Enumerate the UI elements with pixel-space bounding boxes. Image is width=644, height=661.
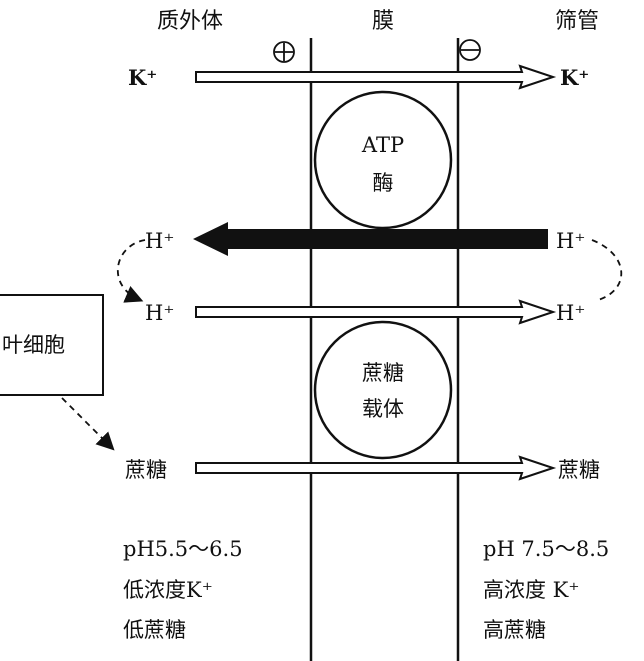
- sucrose-carrier-circle: [313, 320, 453, 460]
- header-sieve-tube: 筛管: [555, 9, 599, 34]
- proton-loop-right: [591, 239, 623, 301]
- right-sucrose-level: 高蔗糖: [483, 618, 546, 642]
- h-ion-left-top: H⁺: [145, 229, 174, 253]
- right-ph: pH 7.5～8.5: [483, 537, 609, 561]
- proton-symport-arrow: [195, 299, 557, 325]
- atp-label: ATP: [361, 133, 404, 157]
- sucrose-left: 蔗糖: [125, 458, 167, 482]
- leaf-to-apoplast-arrow: [61, 397, 115, 451]
- positive-charge-icon: [273, 41, 295, 63]
- h-ion-right-bottom: H⁺: [556, 301, 585, 325]
- right-k-concentration: 高浓度 K⁺: [483, 578, 579, 602]
- h-ion-right-top: H⁺: [556, 229, 585, 253]
- proton-pump-arrow: [193, 222, 548, 256]
- leaf-cell-box: [0, 294, 104, 396]
- negative-charge-icon: [459, 39, 481, 61]
- sucrose-arrow: [195, 455, 557, 481]
- header-apoplast: 质外体: [157, 9, 223, 34]
- sucrose-right: 蔗糖: [558, 458, 600, 482]
- carrier-label-2: 载体: [362, 397, 404, 421]
- k-ion-left: K⁺: [128, 65, 157, 90]
- left-ph: pH5.5～6.5: [123, 537, 243, 561]
- k-ion-right: K⁺: [560, 65, 589, 90]
- enzyme-label: 酶: [373, 171, 394, 195]
- carrier-label-1: 蔗糖: [362, 361, 404, 385]
- left-sucrose-level: 低蔗糖: [123, 618, 186, 642]
- proton-loop-left: [116, 239, 146, 303]
- leaf-cell-label: 叶细胞: [2, 333, 65, 357]
- atp-enzyme-circle: [313, 90, 453, 230]
- h-ion-left-bottom: H⁺: [145, 301, 174, 325]
- left-k-concentration: 低浓度K⁺: [123, 578, 213, 602]
- k-arrow: [195, 64, 557, 90]
- header-membrane: 膜: [372, 9, 394, 34]
